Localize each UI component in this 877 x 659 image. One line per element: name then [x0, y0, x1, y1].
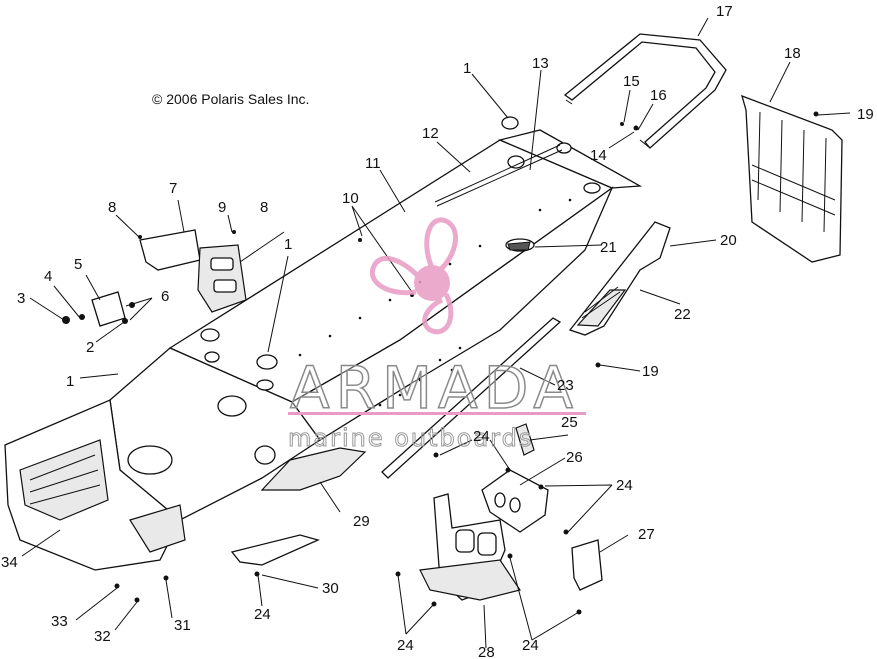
callout-6: 6 [161, 288, 169, 305]
callout-labels: 1 1 1 2 3 4 5 6 7 8 8 9 10 11 12 13 14 1… [1, 3, 874, 659]
leader-lines [21, 17, 851, 649]
snow-flap [741, 94, 843, 263]
lower-pad [230, 534, 320, 566]
watermark-tagline: marine outboards [288, 424, 533, 452]
left-brackets [91, 229, 247, 327]
watermark-brand: ARMADA [290, 354, 579, 422]
callout-1-left: 1 [66, 373, 74, 390]
callout-1-mid: 1 [284, 236, 292, 253]
callout-24-bottom-right: 24 [522, 637, 539, 654]
callout-2: 2 [86, 339, 94, 356]
callout-34: 34 [1, 554, 18, 571]
callout-18: 18 [784, 45, 801, 62]
rail-strip [434, 144, 563, 207]
callout-3: 3 [17, 290, 25, 307]
callout-26: 26 [566, 449, 583, 466]
callout-33: 33 [51, 613, 68, 630]
propeller-icon [369, 217, 459, 335]
callout-21: 21 [600, 239, 617, 256]
callout-23: 23 [557, 377, 574, 394]
callout-15: 15 [623, 73, 640, 90]
callout-19-bottom: 19 [642, 363, 659, 380]
callout-17: 17 [716, 3, 733, 20]
callout-25: 25 [561, 414, 578, 431]
callout-10: 10 [342, 190, 359, 207]
callout-24-bottom-left: 24 [397, 637, 414, 654]
callout-20: 20 [720, 232, 737, 249]
callout-11: 11 [365, 155, 381, 172]
callout-16: 16 [650, 87, 667, 104]
callout-1-deck: 1 [463, 60, 471, 77]
callout-30: 30 [322, 580, 339, 597]
callout-24-upper: 24 [473, 428, 490, 445]
callout-14: 14 [590, 147, 607, 164]
rear-bumper [563, 33, 727, 149]
running-board [568, 221, 671, 336]
callout-27: 27 [638, 526, 655, 543]
callout-4: 4 [44, 268, 52, 285]
callout-8-left: 8 [108, 199, 116, 216]
callout-31: 31 [174, 617, 191, 634]
callout-28: 28 [478, 644, 495, 659]
lower-parts [419, 423, 603, 601]
callout-13: 13 [532, 55, 549, 72]
callout-7: 7 [169, 180, 177, 197]
callout-22: 22 [674, 306, 691, 323]
callout-24-right: 24 [616, 477, 633, 494]
callout-24-pad: 24 [254, 606, 271, 623]
copyright-text: © 2006 Polaris Sales Inc. [152, 91, 309, 107]
watermark-underline [288, 412, 586, 415]
callout-5: 5 [74, 256, 82, 273]
callout-9: 9 [218, 199, 226, 216]
slide-rail [381, 317, 562, 479]
armada-watermark: ARMADA marine outboards [288, 217, 586, 453]
callout-32: 32 [94, 628, 111, 645]
callout-8-right: 8 [260, 199, 268, 216]
callout-29: 29 [353, 513, 370, 530]
callout-12: 12 [422, 125, 439, 142]
callout-19-top: 19 [857, 106, 874, 123]
